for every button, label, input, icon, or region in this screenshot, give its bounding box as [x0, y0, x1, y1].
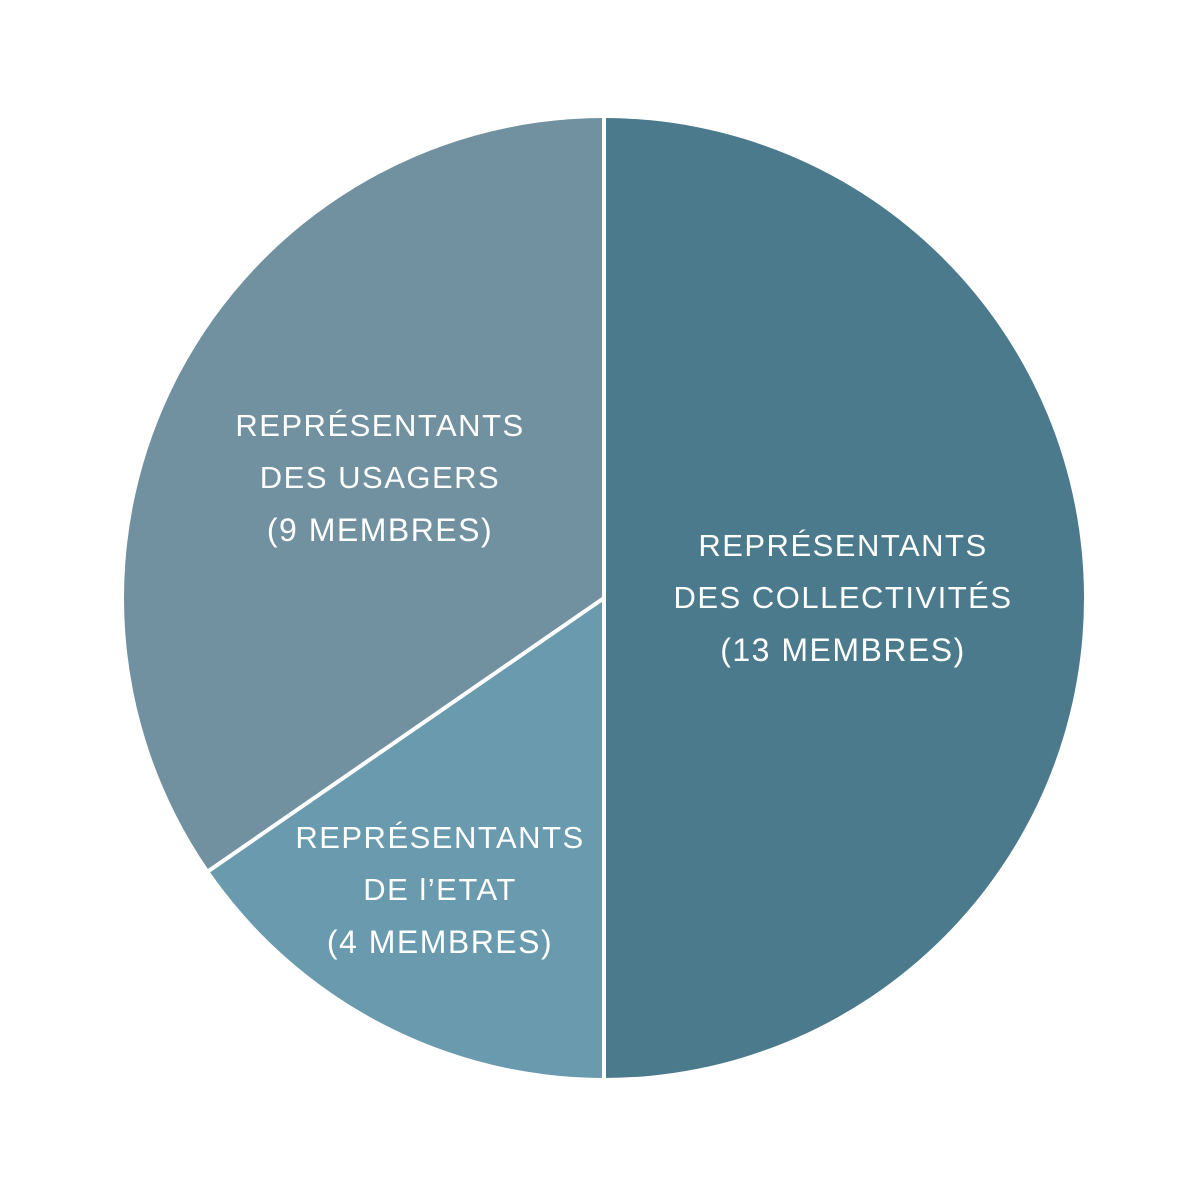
segment-divider: [207, 596, 606, 873]
pie-segment-collectivites: [604, 118, 1084, 1078]
pie-segment-etat: [208, 598, 604, 1078]
pie-segment-usagers: [124, 118, 605, 871]
